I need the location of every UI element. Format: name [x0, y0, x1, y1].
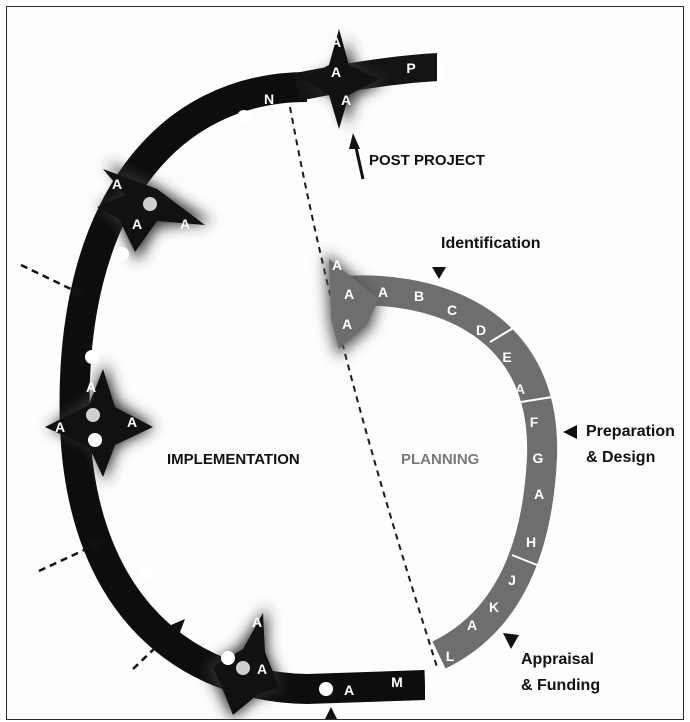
activity-dot — [138, 567, 152, 581]
ring-letter: J — [508, 572, 516, 588]
ring-letter: A — [180, 216, 190, 232]
ring-letter: A — [515, 381, 525, 397]
decision-node-left — [45, 362, 155, 482]
ring-letter: A — [215, 121, 225, 137]
identification-label: Identification — [441, 235, 541, 252]
ring-letter: A — [55, 419, 65, 435]
post-letter: A — [331, 64, 341, 80]
ring-letter: G — [533, 450, 544, 466]
planning-separator — [489, 326, 516, 343]
activity-dots — [85, 110, 333, 696]
ring-letter: A — [467, 617, 477, 633]
torn-end — [425, 667, 437, 701]
activity-dot — [115, 247, 129, 261]
activity-dot — [86, 408, 100, 422]
arrow-head-icon — [349, 133, 360, 149]
ring-letter: K — [489, 599, 499, 615]
post-letter: A — [331, 34, 341, 50]
preparation-label: Preparation — [586, 423, 675, 440]
funding-label: & Funding — [521, 677, 600, 694]
pointer-triangle-icon — [503, 633, 519, 649]
ring-letter: A — [132, 216, 142, 232]
ring-letter: E — [502, 349, 511, 365]
ring-letter: M — [391, 674, 403, 690]
implementation-ring-letters: N A A A A A A A A A A A M — [55, 91, 403, 698]
planning-band — [330, 275, 558, 669]
ring-letter: A — [257, 661, 267, 677]
ring-letter: C — [447, 302, 457, 318]
activity-dot — [221, 651, 235, 665]
node-letter: A — [332, 257, 342, 273]
planning-ring-letters: A B C D E A F G A H J K A L — [378, 284, 544, 664]
node-letter: A — [344, 286, 354, 302]
activity-dot — [236, 661, 250, 675]
arrows — [20, 133, 577, 719]
pointer-triangle-icon — [432, 267, 446, 279]
post-project-torn-edge — [437, 52, 448, 82]
dashed-arrow-shaft — [132, 626, 178, 670]
arrow-head-icon — [171, 619, 185, 635]
activity-dot — [319, 682, 333, 696]
divider-dashed-line — [289, 106, 438, 668]
planning-node-letters: A A A — [332, 257, 354, 332]
arrow-head-icon — [89, 540, 105, 552]
ring-letter: L — [446, 648, 455, 664]
post-letter: A — [341, 92, 351, 108]
dashed-arrow-shaft — [38, 543, 96, 573]
ring-letter: A — [112, 176, 122, 192]
design-label: & Design — [586, 449, 655, 466]
activity-dot — [143, 197, 157, 211]
planning-separator — [520, 396, 553, 403]
activity-dot — [237, 110, 251, 124]
dashed-arrow-shaft — [20, 263, 76, 293]
ring-letter: A — [378, 284, 388, 300]
ring-letter: A — [86, 379, 96, 395]
planning-separator — [511, 554, 543, 568]
decision-node-planning-start — [325, 252, 379, 357]
implementation-label: IMPLEMENTATION — [167, 451, 300, 468]
node-letter: A — [342, 316, 352, 332]
ring-letter: N — [264, 91, 274, 107]
ring-letter: A — [252, 614, 262, 630]
post-letter: P — [406, 60, 415, 76]
ring-letter: F — [530, 414, 539, 430]
diagram-frame: N A A A A A A A A A A A M A A A P A B C … — [6, 6, 684, 720]
arrow-head-icon — [69, 285, 85, 297]
ring-letter: D — [476, 322, 486, 338]
pointer-triangle-icon — [563, 425, 577, 439]
ring-letter: B — [414, 288, 424, 304]
ring-letter: A — [127, 414, 137, 430]
ring-letter: H — [526, 534, 536, 550]
project-cycle-diagram: N A A A A A A A A A A A M A A A P A B C … — [20, 29, 675, 719]
appraisal-label: Appraisal — [521, 651, 594, 668]
decision-node-top — [303, 29, 385, 129]
post-project-label: POST PROJECT — [369, 152, 485, 169]
activity-dot — [85, 350, 99, 364]
ring-letter: A — [534, 486, 544, 502]
post-project-letters: A A A P — [331, 34, 416, 108]
ring-letter: A — [344, 682, 354, 698]
activity-dot — [88, 433, 102, 447]
planning-label: PLANNING — [401, 451, 479, 468]
ring-letter: A — [109, 499, 119, 515]
pointer-triangle-icon — [325, 707, 337, 719]
